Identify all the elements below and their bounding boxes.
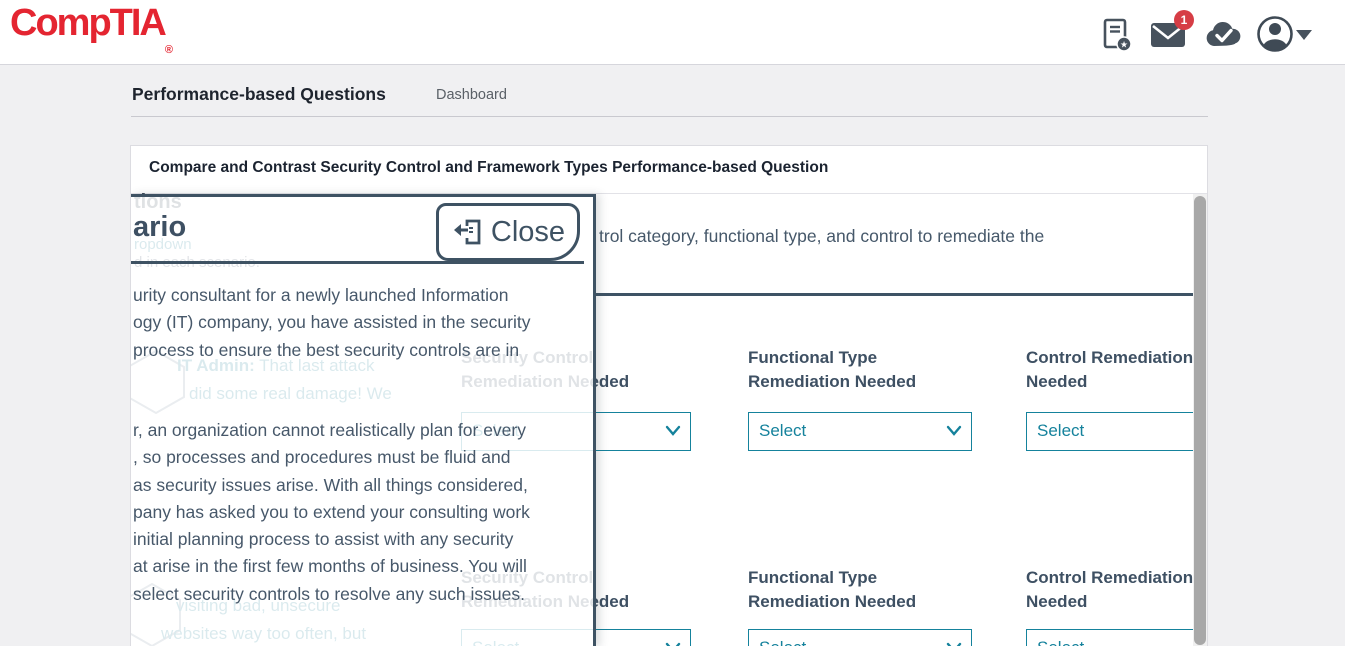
select-control-remediation-2[interactable]: Select [1026, 629, 1196, 646]
chevron-down-icon [946, 425, 962, 436]
question-card-title: Compare and Contrast Security Control an… [149, 159, 829, 176]
breadcrumb-dashboard[interactable]: Dashboard [436, 87, 507, 103]
mail-badge: 1 [1174, 10, 1194, 30]
chevron-down-icon [665, 425, 681, 436]
scrollbar-track[interactable] [1193, 194, 1207, 646]
header-divider [131, 116, 1208, 117]
select-functional-type-2[interactable]: Select [748, 629, 972, 646]
scenario-modal-title: ario [133, 211, 187, 243]
select-control-remediation-1[interactable]: Select [1026, 412, 1196, 451]
scrollbar-thumb[interactable] [1194, 196, 1206, 645]
account-avatar-icon[interactable] [1256, 15, 1296, 52]
account-dropdown-caret[interactable] [1296, 30, 1312, 40]
top-bar: CompTIA® ★ 1 [0, 0, 1345, 65]
page-title: Performance-based Questions [132, 84, 386, 104]
question-card: Compare and Contrast Security Control an… [130, 145, 1208, 646]
close-button[interactable]: Close [436, 203, 580, 261]
comptia-logo[interactable]: CompTIA® [10, 2, 173, 56]
scenario-modal: ario Close urity consultant for a newly … [131, 194, 596, 646]
exit-close-icon [453, 219, 481, 245]
mail-icon[interactable]: 1 [1150, 10, 1194, 52]
modal-title-underline [131, 261, 584, 264]
scenario-paragraph-1: urity consultant for a newly launched In… [133, 285, 531, 360]
report-document-icon[interactable]: ★ [1100, 18, 1140, 52]
close-button-label: Close [490, 215, 566, 248]
card-header-divider [131, 193, 1207, 194]
question-divider [596, 293, 1193, 296]
registered-mark: ® [164, 44, 173, 56]
scenario-paragraph-2: r, an organization cannot realistically … [133, 420, 530, 604]
svg-text:★: ★ [1120, 40, 1128, 50]
chevron-down-icon [946, 642, 962, 646]
chevron-down-icon [665, 642, 681, 646]
cloud-check-icon[interactable] [1204, 22, 1244, 56]
select-functional-type-1[interactable]: Select [748, 412, 972, 451]
instruction-text-fragment: trol category, functional type, and cont… [599, 226, 1045, 246]
